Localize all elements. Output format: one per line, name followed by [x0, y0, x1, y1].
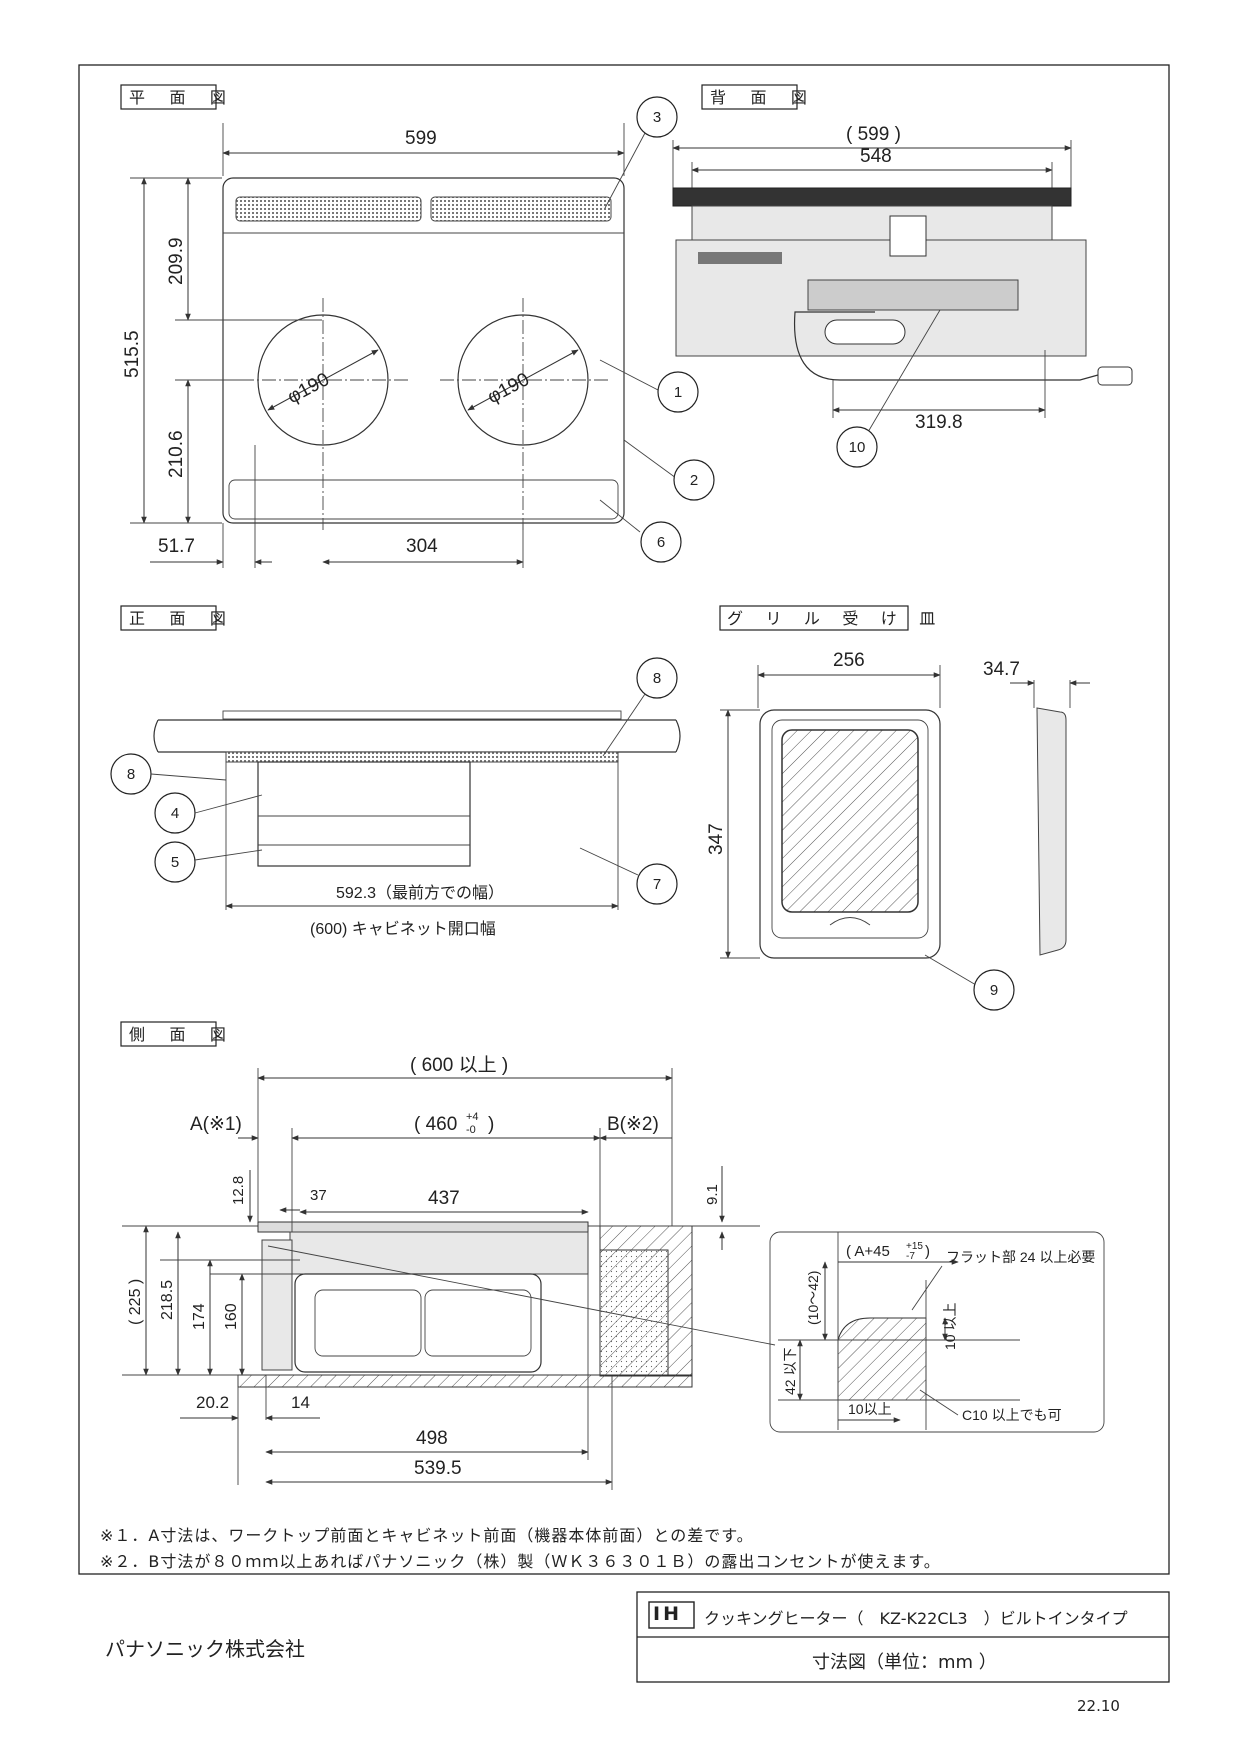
product-title: クッキングヒーター（ KZ-K22CL3 ）ビルトインタイプ: [704, 1609, 1128, 1628]
dim-460-tol-minus: -0: [466, 1124, 476, 1136]
dim-460: ( 460: [414, 1114, 457, 1135]
exhaust-grille-right: [430, 196, 612, 222]
dim-225: ( 225 ): [127, 1279, 144, 1325]
dim-210-6: 210.6: [166, 430, 187, 478]
dim-20-2: 20.2: [196, 1393, 229, 1412]
callout-8-left: 8: [127, 766, 135, 783]
side-view: 側 面 図 ( 600 以上 ) ( 460 +4 -0 ) A(※1) B(※…: [120, 1021, 776, 1490]
dim-548: 548: [860, 146, 892, 167]
detail-a45-tol-minus: -7: [906, 1251, 915, 1262]
plan-title: 平 面 図: [129, 90, 236, 107]
callout-8-right: 7: [653, 876, 661, 893]
grill-door: [257, 761, 471, 867]
plan-title-box: [120, 84, 217, 110]
dim-304: 304: [406, 536, 438, 557]
tray-grid: [781, 729, 919, 913]
front-vent: [225, 751, 619, 763]
grill-title: グ リ ル 受 け 皿: [727, 610, 944, 628]
ih-badge: IH: [653, 1603, 682, 1625]
detail-a45-close: ): [925, 1243, 930, 1260]
callout-1: 1: [674, 384, 682, 401]
company-name: パナソニック株式会社: [105, 1637, 305, 1661]
revision-date: 22.10: [1077, 1697, 1120, 1715]
control-panel: [228, 479, 619, 520]
dim-a: A(※1): [190, 1114, 242, 1135]
detail-flat: フラット部 24 以上必要: [946, 1249, 1095, 1265]
cooktop-outline: [222, 177, 625, 524]
exhaust-grille-left: [235, 196, 422, 222]
burner-left-dia: φ190: [284, 369, 333, 408]
detail-c10: C10 以上でも可: [962, 1407, 1062, 1423]
cabinet-floor: [237, 1374, 693, 1388]
callout-10: 10: [849, 439, 866, 456]
dim-600-min: ( 600 以上 ): [410, 1054, 508, 1076]
dim-12-8: 12.8: [230, 1176, 247, 1205]
dim-160: 160: [223, 1303, 240, 1330]
dim-218-5: 218.5: [159, 1280, 176, 1320]
dim-209-9: 209.9: [166, 237, 187, 285]
detail-a45: ( A+45: [846, 1243, 890, 1260]
note-1: ※１．A寸法は、ワークトップ前面とキャビネット前面（機器本体前面）との差です。: [100, 1526, 754, 1545]
callout-7: 9: [990, 982, 998, 999]
dim-437: 437: [428, 1188, 460, 1209]
dim-34-7: 34.7: [983, 659, 1020, 680]
callout-3: 3: [653, 109, 661, 126]
tray-outline: [759, 709, 941, 959]
dim-515-5: 515.5: [122, 330, 143, 378]
rear-view: 背 面 図 ( 599 ) 548 319.8 10: [672, 84, 1133, 468]
callout-2: 2: [690, 472, 698, 489]
callout-4: 4: [171, 805, 179, 822]
dim-347: 347: [706, 823, 727, 855]
side-title: 側 面 図: [129, 1026, 236, 1044]
dim-174: 174: [191, 1303, 208, 1330]
dim-319-8: 319.8: [915, 412, 963, 433]
front-view: 正 面 図 592.3（最前方での幅） (600) キャビネット開口幅 8 4 …: [110, 605, 681, 938]
callout-5: 5: [171, 854, 179, 871]
burner-right-dia: φ190: [484, 369, 533, 408]
dim-599-paren: ( 599 ): [846, 124, 901, 145]
grill-tray-view: グ リ ル 受 け 皿 256 347 34.7 9: [706, 605, 1090, 1011]
dim-599: 599: [405, 128, 437, 149]
dim-14: 14: [291, 1393, 310, 1412]
detail-10-up: 10 以上: [942, 1303, 958, 1350]
detail-a45-tol-plus: +15: [906, 1241, 923, 1252]
dim-600-cabinet: (600) キャビネット開口幅: [310, 920, 496, 938]
drawing-frame: [78, 64, 1170, 1575]
detail-view: ( A+45 +15 -7 ) フラット部 24 以上必要 (10～42) 42…: [769, 1231, 1105, 1433]
dim-460-close: ): [488, 1114, 494, 1135]
drawing-title: 寸法図（単位：mm ）: [812, 1652, 997, 1673]
top-plate: [257, 1221, 589, 1233]
detail-box: [769, 1231, 1105, 1433]
dim-51-7: 51.7: [158, 536, 195, 557]
callout-9: 8: [653, 670, 661, 687]
plan-view: 平 面 図 φ190 φ190 599 515.5 209.9 210.6: [120, 84, 715, 568]
dim-460-tol-plus: +4: [466, 1111, 479, 1123]
front-title: 正 面 図: [129, 611, 236, 628]
note-2: ※２．B寸法が８０ｍｍ以上あればパナソニック（株）製（ＷＫ３６３０１Ｂ）の露出コ…: [100, 1552, 941, 1571]
dim-37: 37: [310, 1187, 327, 1204]
detail-10-42: (10～42): [805, 1271, 821, 1325]
callout-6: 6: [657, 534, 665, 551]
dim-256: 256: [833, 650, 865, 671]
dim-539-5: 539.5: [414, 1458, 462, 1479]
dim-9-1: 9.1: [704, 1184, 721, 1205]
dim-498: 498: [416, 1428, 448, 1449]
dim-b: B(※2): [607, 1114, 659, 1135]
title-block: [636, 1591, 1170, 1683]
detail-42: 42 以下: [782, 1348, 798, 1395]
detail-10-low: 10以上: [848, 1401, 892, 1417]
dim-592-3: 592.3（最前方での幅）: [336, 884, 504, 902]
rear-title: 背 面 図: [710, 89, 817, 107]
